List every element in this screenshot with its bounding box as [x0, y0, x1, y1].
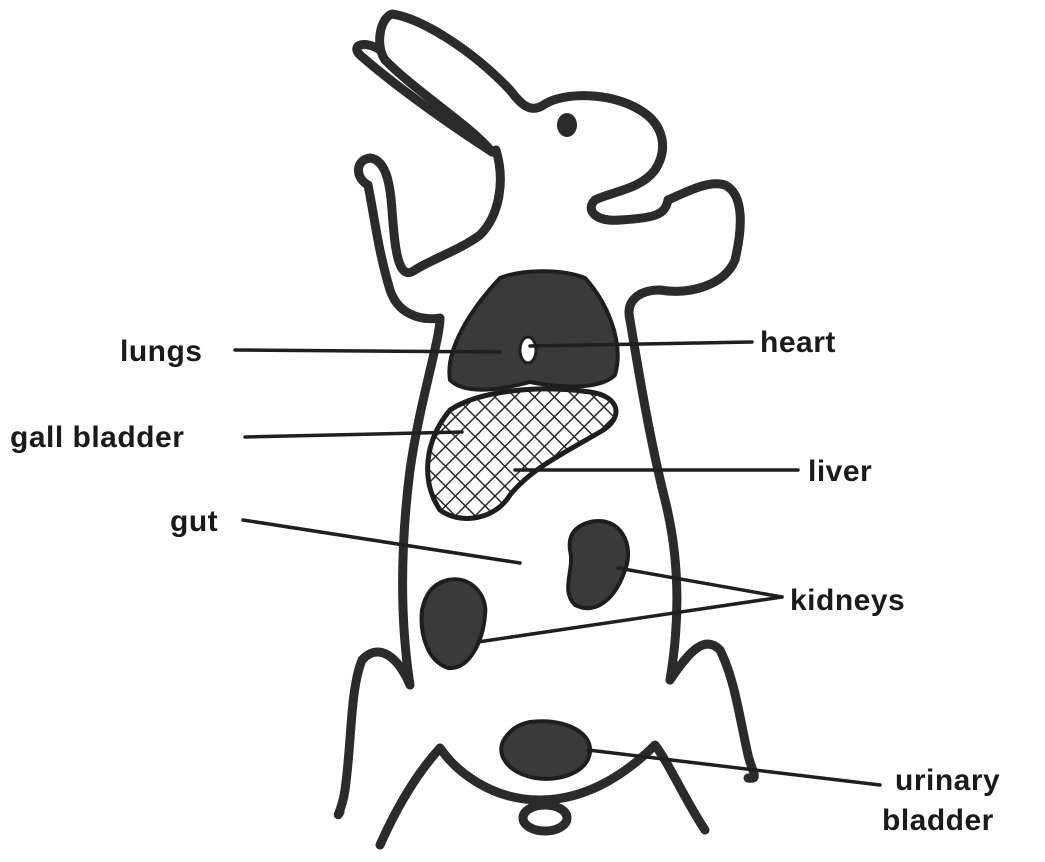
- bladder-label: bladder: [882, 804, 994, 837]
- eye-icon: [557, 113, 577, 137]
- kidney-left-organ: [422, 579, 486, 668]
- head-outline: [380, 14, 668, 220]
- organs: [422, 271, 628, 779]
- gall-bladder-label: gall bladder: [10, 421, 184, 454]
- liver-organ: [428, 389, 616, 518]
- heart-organ: [520, 337, 536, 363]
- liver-label: liver: [808, 455, 872, 488]
- kidneys-leader-upper: [618, 568, 782, 597]
- gut-leader: [243, 520, 520, 563]
- gut-label: gut: [170, 505, 218, 538]
- urinary-bladder-organ: [501, 721, 590, 779]
- heart-label: heart: [760, 326, 836, 359]
- lungs-organ: [449, 271, 617, 389]
- kidneys-label: kidneys: [790, 584, 905, 617]
- gall-bladder-leader: [245, 432, 462, 437]
- left-leg-outline: [338, 652, 410, 815]
- tail-outline: [523, 805, 567, 831]
- kidney-right-organ: [568, 521, 628, 608]
- urinary-label: urinary: [895, 764, 1000, 797]
- right-leg-outline: [670, 644, 754, 778]
- lungs-leader: [235, 350, 500, 352]
- lungs-label: lungs: [120, 335, 203, 368]
- kidneys-leader-lower: [478, 597, 782, 642]
